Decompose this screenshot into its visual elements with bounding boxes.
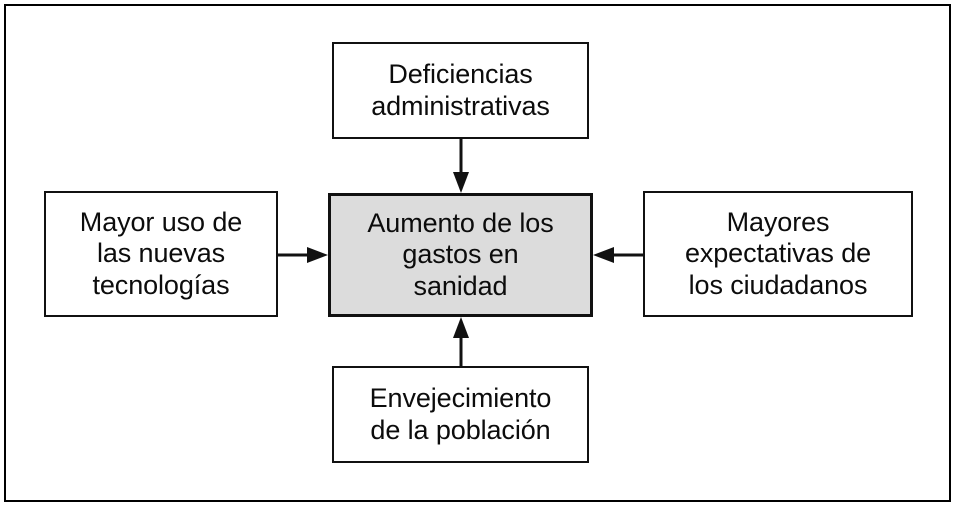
node-center-label: Aumento de los gastos en sanidad: [367, 208, 554, 301]
node-left-label: Mayor uso de las nuevas tecnologías: [79, 207, 243, 300]
node-envejecimiento-poblacion[interactable]: Envejecimiento de la población: [332, 366, 589, 463]
node-mayores-expectativas-ciudadanos[interactable]: Mayores expectativas de los ciudadanos: [643, 191, 913, 317]
node-mayor-uso-nuevas-tecnologias[interactable]: Mayor uso de las nuevas tecnologías: [44, 191, 278, 317]
arrow-left-icon: [592, 246, 644, 264]
node-deficiencias-administrativas[interactable]: Deficiencias administrativas: [332, 42, 589, 139]
node-top-label: Deficiencias administrativas: [371, 59, 550, 121]
arrow-up-icon: [452, 316, 470, 367]
arrow-down-icon: [452, 139, 470, 194]
arrow-right-icon: [278, 246, 329, 264]
diagram-outer-frame: [4, 4, 951, 502]
node-right-label: Mayores expectativas de los ciudadanos: [684, 207, 872, 300]
node-aumento-gastos-sanidad[interactable]: Aumento de los gastos en sanidad: [328, 193, 593, 317]
node-bottom-label: Envejecimiento de la población: [369, 383, 552, 445]
